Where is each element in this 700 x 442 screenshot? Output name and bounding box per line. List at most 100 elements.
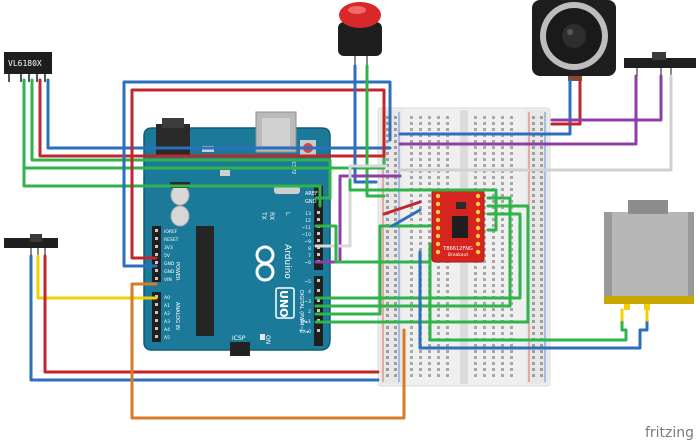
rail-hole [532,206,535,209]
push-button [338,2,382,66]
breadboard-hole [437,128,440,131]
breadboard-hole [419,218,422,221]
rail-hole [394,182,397,185]
digital-pin-label: 13 [305,211,311,217]
breadboard-hole [483,374,486,377]
breadboard-hole [510,326,513,329]
rail-hole [540,254,543,257]
driver-pin [435,249,441,255]
breadboard-hole [474,374,477,377]
breadboard-hole [446,290,449,293]
breadboard-hole [428,140,431,143]
breadboard-hole [492,158,495,161]
rail-hole [394,290,397,293]
breadboard-hole [510,146,513,149]
driver-pin-rows [435,193,481,255]
breadboard-hole [437,146,440,149]
sensor-pin [20,74,22,82]
analog-pin-label: A4 [164,327,170,333]
breadboard-hole [446,140,449,143]
breadboard-hole [446,272,449,275]
breadboard-hole [410,146,413,149]
breadboard-hole [410,206,413,209]
breadboard-hole [428,146,431,149]
rail-hole [386,362,389,365]
breadboard-hole [428,182,431,185]
button-pin [366,56,368,66]
breadboard-hole [419,362,422,365]
breadboard-hole [474,308,477,311]
wire-digital-green-5 [314,204,530,324]
rail-hole [532,146,535,149]
digital-pin-label: ~10 [302,232,312,238]
rail-hole [386,164,389,167]
breadboard-hole [446,350,449,353]
breadboard-hole [492,308,495,311]
sensor-pin [28,74,30,82]
breadboard-hole [437,290,440,293]
breadboard-hole [419,350,422,353]
breadboard-hole [446,278,449,281]
breadboard-hole [428,176,431,179]
motor-bottom-plate [604,296,694,304]
breadboard-hole [492,344,495,347]
power-pin-label: RESET [164,237,179,243]
breadboard-hole [410,308,413,311]
breadboard-hole [483,290,486,293]
breadboard-hole [510,314,513,317]
rail-hole [394,230,397,233]
breadboard-hole [483,158,486,161]
breadboard-hole [446,176,449,179]
rail-hole [540,266,543,269]
gnd-label: GND [305,199,317,205]
breadboard-hole [419,152,422,155]
breadboard-hole [428,200,431,203]
header-pin [317,239,320,242]
breadboard-hole [437,374,440,377]
rail-hole [532,302,535,305]
wire-switch-yellow [36,254,158,300]
rail-hole [386,122,389,125]
breadboard-hole [410,338,413,341]
wire-motor-blue [418,250,649,350]
rail-hole [394,344,397,347]
speaker-center [567,29,573,35]
breadboard-hole [483,314,486,317]
arduino-uno: Arduino UNO ON ICSP ICSP2 IOREFRESET3V35… [143,111,331,356]
breadboard-hole [446,158,449,161]
header-pin [155,237,158,240]
analog-in-label: ANALOG IN [174,302,180,330]
switch-pin [37,248,39,256]
switch-pin [670,68,672,76]
rail-hole [386,356,389,359]
breadboard-hole [428,128,431,131]
wire-digital-purple [314,174,402,264]
breadboard-hole [437,314,440,317]
fritzing-watermark: fritzing [645,425,694,441]
breadboard-hole [428,236,431,239]
header-pin [155,245,158,248]
rail-hole [532,326,535,329]
rail-hole [540,122,543,125]
breadboard-hole [492,350,495,353]
breadboard-hole [410,152,413,155]
rail-hole [386,278,389,281]
digital-pin-label: ~6 [304,260,311,266]
breadboard-hole [428,230,431,233]
rail-hole [540,356,543,359]
smd-component-2 [220,170,230,176]
wire-right-switch-white [398,74,673,172]
rail-hole [386,302,389,305]
breadboard-hole [492,326,495,329]
breadboard-hole [437,152,440,155]
breadboard-hole [410,164,413,167]
breadboard-hole [474,164,477,167]
breadboard-hole [501,374,504,377]
rail-hole [540,152,543,155]
driver-pin [475,193,481,199]
breadboard-hole [501,242,504,245]
breadboard-hole [492,128,495,131]
breadboard-hole [501,284,504,287]
